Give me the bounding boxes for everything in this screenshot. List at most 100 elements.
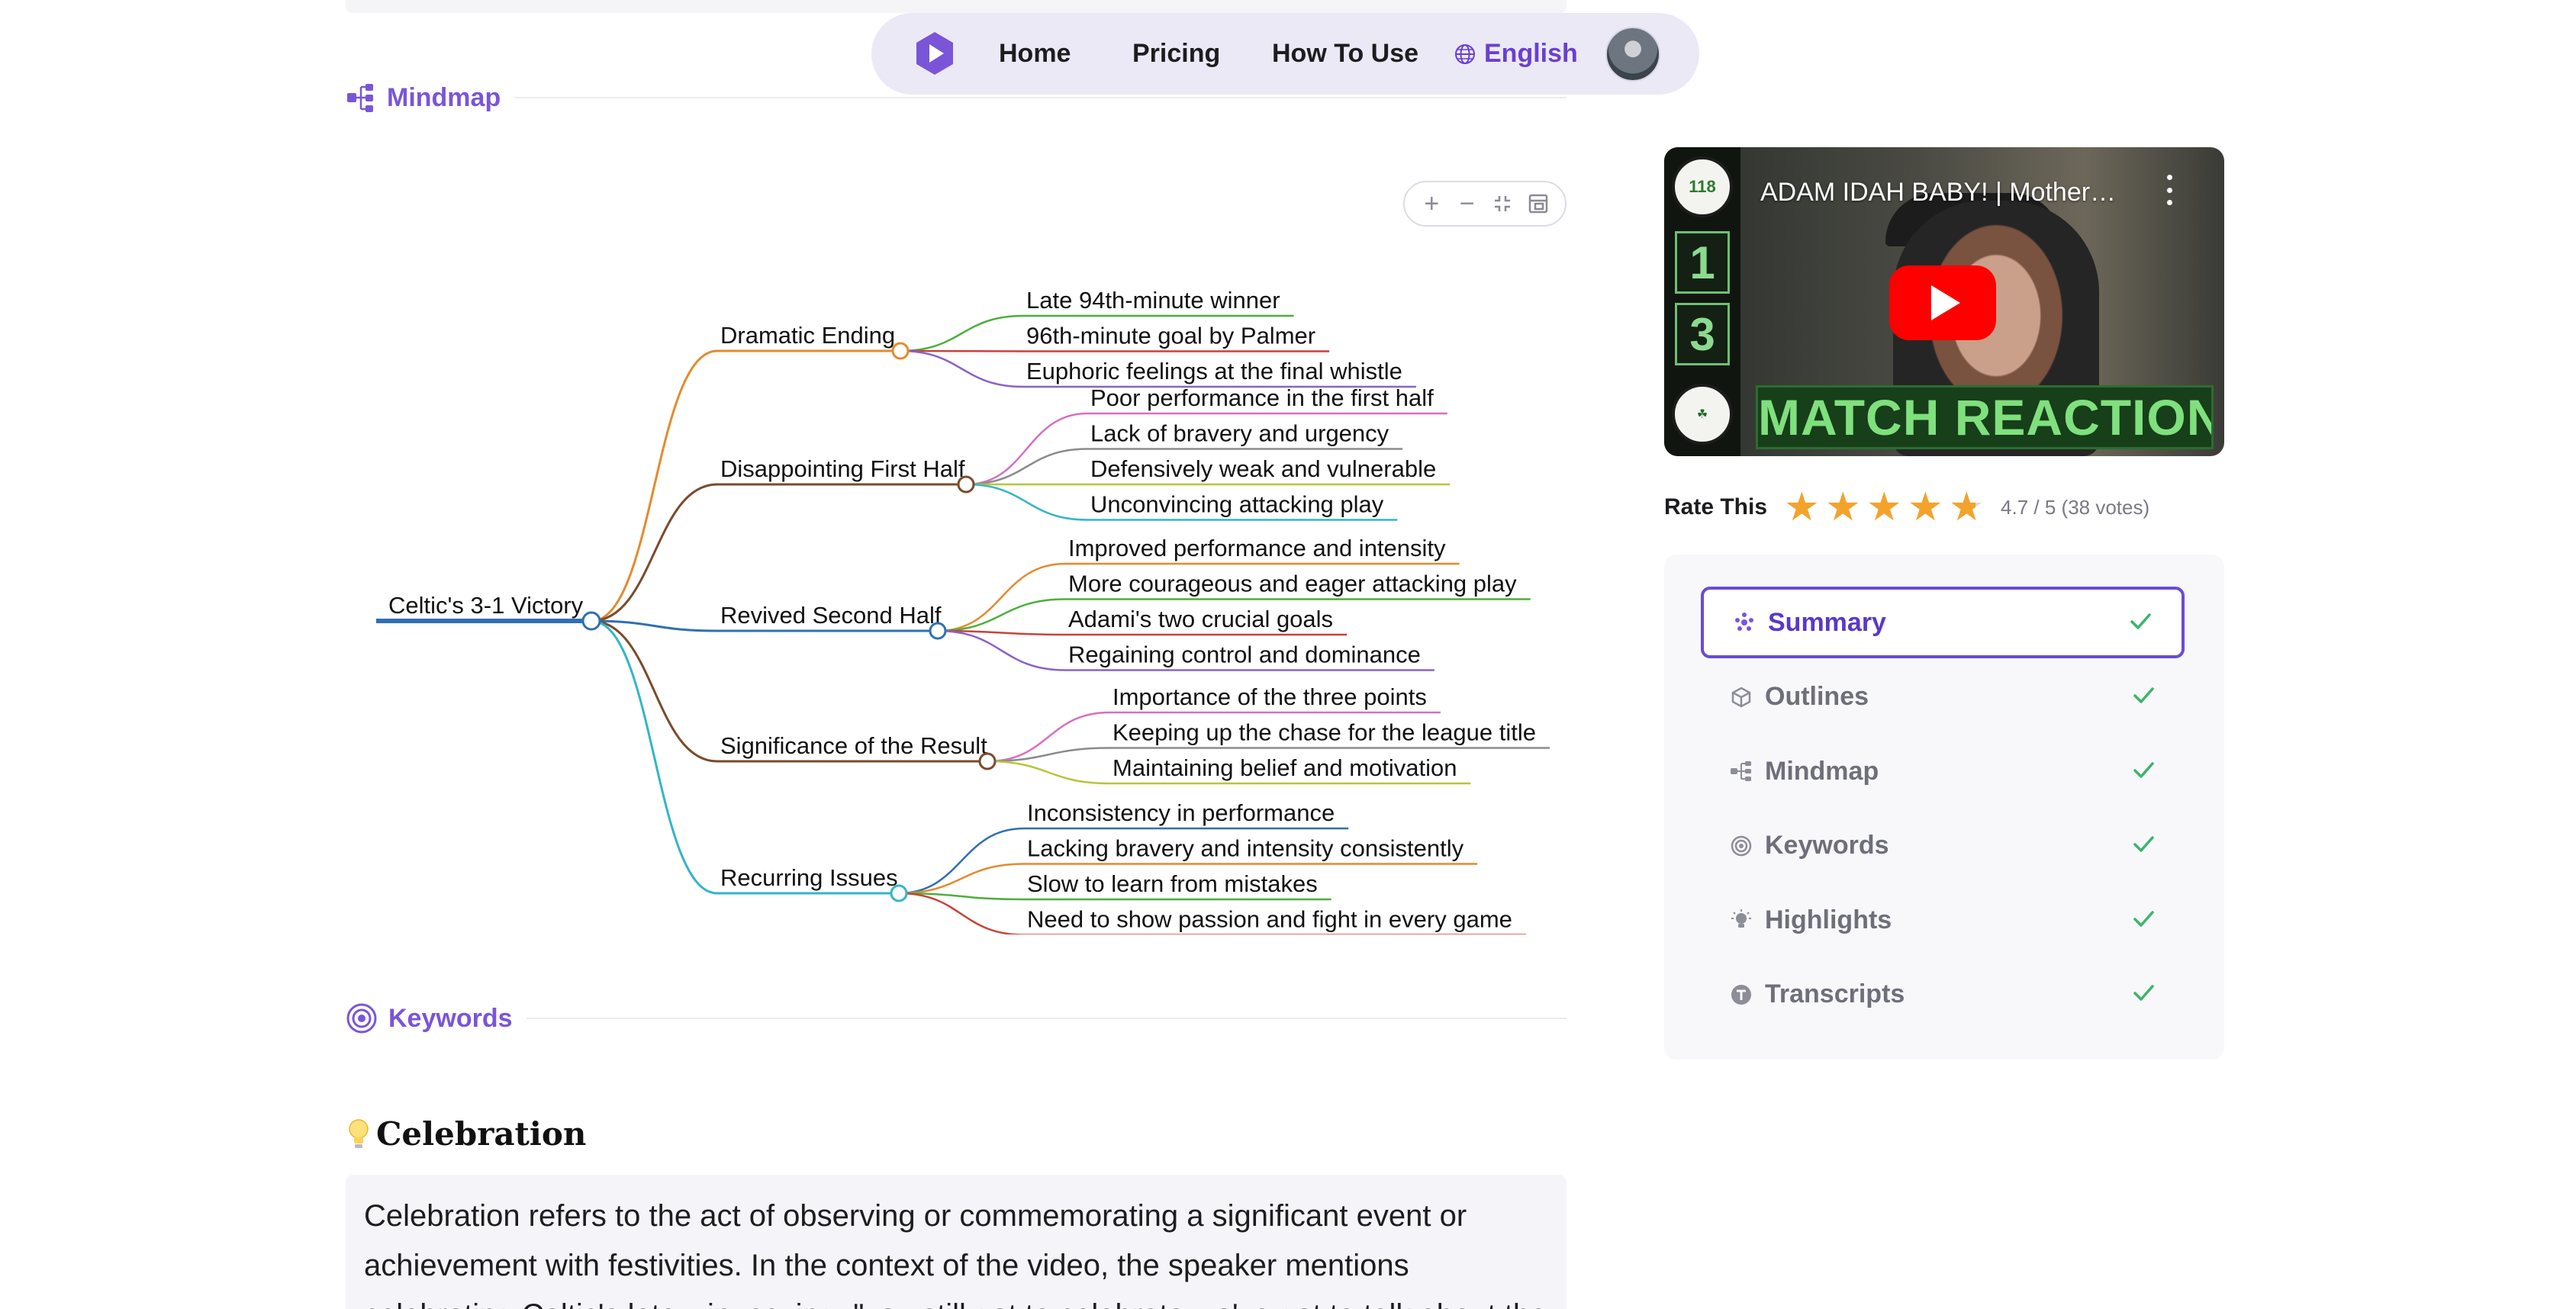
tab-label: Outlines [1765, 682, 1869, 711]
bulb-icon [349, 1118, 369, 1148]
outline-cube-icon [1728, 684, 1754, 710]
mindmap-leaf-label[interactable]: Maintaining belief and motivation [1113, 754, 1457, 781]
keywords-section-title: Keywords [388, 1003, 513, 1033]
nav-home-link[interactable]: Home [999, 39, 1071, 68]
mindmap-leaf-label[interactable]: Slow to learn from mistakes [1027, 870, 1318, 897]
mindmap-leaf-connector [900, 349, 1330, 352]
mindmap-leaf-label[interactable]: Keeping up the chase for the league titl… [1113, 719, 1536, 746]
language-selector[interactable]: English [1454, 13, 1578, 95]
keyword-heading: Celebration [346, 1115, 586, 1153]
mindmap-toolbar: + − [1403, 181, 1567, 227]
mindmap-leaf-connector [898, 892, 1526, 934]
zoom-in-icon[interactable]: + [1424, 189, 1440, 218]
mindmap-leaf-connector [898, 892, 1331, 901]
mindmap-leaf-label[interactable]: Importance of the three points [1113, 683, 1427, 710]
section-divider [526, 1018, 1567, 1019]
tab-transcripts[interactable]: Transcripts [1701, 959, 2185, 1031]
mindmap-root-node[interactable] [581, 611, 601, 631]
transcript-icon [1728, 982, 1754, 1008]
checkmark-icon [2130, 681, 2157, 712]
star-icon[interactable]: ★★ [1784, 485, 1820, 529]
mindmap-branch-label[interactable]: Disappointing First Half [720, 455, 965, 482]
nav-pricing-link[interactable]: Pricing [1132, 39, 1221, 68]
score-home: 1 [1675, 231, 1730, 294]
mindmap-leaf-label[interactable]: Lack of bravery and urgency [1090, 420, 1389, 447]
mindmap-leaf-label[interactable]: Euphoric feelings at the final whistle [1026, 358, 1402, 384]
tab-keywords[interactable]: Keywords [1701, 810, 2185, 882]
tab-outlines[interactable]: Outlines [1701, 661, 2185, 733]
mindmap-leaf-label[interactable]: More courageous and eager attacking play [1068, 571, 1517, 597]
video-player[interactable]: 118 1 3 ☘ MATCH REACTION! ADAM IDAH BABY… [1664, 147, 2224, 456]
mindmap-leaf-connector [898, 863, 1478, 895]
rating-stars[interactable]: ★★★★★★★★★★ [1784, 485, 1987, 529]
star-icon[interactable]: ★★ [1825, 485, 1861, 529]
mindmap-leaf-label[interactable]: Poor performance in the first half [1090, 384, 1434, 411]
target-icon [346, 1003, 377, 1034]
nav-how-to-use-link[interactable]: How To Use [1272, 39, 1419, 68]
video-title[interactable]: ADAM IDAH BABY! | Mother… [1760, 178, 2117, 207]
star-icon[interactable]: ★★ [1866, 485, 1902, 529]
bulb-icon [1728, 907, 1754, 933]
mindmap-branch-node[interactable] [957, 475, 975, 494]
mindmap-branch-label[interactable]: Revived Second Half [720, 602, 942, 629]
sparkle-icon [1731, 609, 1757, 635]
mindmap-leaf-label[interactable]: Late 94th-minute winner [1026, 287, 1280, 314]
mindmap-branch-node[interactable] [890, 884, 908, 902]
mindmap-branch-label[interactable]: Recurring Issues [720, 864, 898, 891]
rating-row: Rate This ★★★★★★★★★★ 4.7 / 5 (38 votes) [1664, 484, 2149, 531]
mindmap-leaf-label[interactable]: 96th-minute goal by Palmer [1026, 323, 1315, 349]
previous-section-strip [346, 0, 1567, 13]
language-label: English [1484, 39, 1578, 68]
mindmap-leaf-label[interactable]: Adami's two crucial goals [1068, 606, 1333, 632]
mindmap-leaf-connector [900, 314, 1294, 352]
user-avatar[interactable] [1605, 27, 1660, 82]
tab-label: Transcripts [1765, 979, 1905, 1008]
keywords-section-header: Keywords [346, 999, 1567, 1037]
mindmap-branch-label[interactable]: Dramatic Ending [720, 322, 895, 349]
mindmap-leaf-label[interactable]: Regaining control and dominance [1068, 642, 1421, 668]
mindmap-leaf-label[interactable]: Lacking bravery and intensity consistent… [1027, 835, 1464, 862]
play-icon[interactable] [1889, 265, 1996, 340]
tab-highlights[interactable]: Highlights [1701, 884, 2185, 956]
video-more-icon[interactable] [2160, 175, 2178, 205]
checkmark-icon [2130, 830, 2157, 861]
tab-label: Summary [1768, 607, 1886, 637]
tab-summary[interactable]: Summary [1701, 587, 2185, 658]
mindmap-leaf-label[interactable]: Improved performance and intensity [1068, 535, 1446, 561]
fit-view-icon[interactable] [1489, 190, 1516, 217]
app-logo-icon[interactable] [911, 30, 958, 77]
mindmap-branch-connector [591, 349, 718, 622]
zoom-out-icon[interactable]: − [1459, 189, 1475, 218]
mindmap-leaf-label[interactable]: Need to show passion and fight in every … [1027, 906, 1512, 933]
export-icon[interactable] [1525, 190, 1552, 217]
mindmap-leaf-connector [987, 747, 1550, 763]
mindmap-branch-node[interactable] [978, 752, 997, 770]
video-scoreboard: 118 1 3 ☘ [1664, 147, 1740, 456]
mindmap-leaf-connector [965, 412, 1447, 486]
score-away: 3 [1675, 303, 1730, 365]
target-icon [1728, 833, 1754, 859]
star-icon[interactable]: ★★ [1949, 485, 1985, 529]
checkmark-icon [2130, 756, 2157, 787]
mindmap-leaf-label[interactable]: Defensively weak and vulnerable [1090, 455, 1436, 482]
mindmap-leaf-connector [937, 629, 1348, 636]
mindmap-branch-connector [591, 619, 718, 763]
mindmap-branch-node[interactable] [929, 622, 947, 640]
mindmap-branch-connector [591, 619, 718, 632]
mindmap-leaf-label[interactable]: Unconvincing attacking play [1090, 491, 1384, 518]
star-icon[interactable]: ★★ [1908, 485, 1943, 529]
mindmap-branch-node[interactable] [891, 342, 910, 360]
mindmap-leaf-connector [937, 629, 1435, 671]
tab-mindmap[interactable]: Mindmap [1701, 735, 2185, 807]
mindmap-leaf-connector [937, 562, 1460, 632]
club-crest: 118 [1672, 156, 1733, 217]
mindmap-leaf-connector [965, 483, 1398, 521]
mindmap-branch-label[interactable]: Significance of the Result [720, 732, 987, 759]
mindmap-leaf-connector [965, 448, 1403, 486]
section-divider [514, 97, 1567, 98]
mindmap-leaf-label[interactable]: Inconsistency in performance [1027, 799, 1335, 826]
checkmark-icon [2130, 905, 2157, 936]
